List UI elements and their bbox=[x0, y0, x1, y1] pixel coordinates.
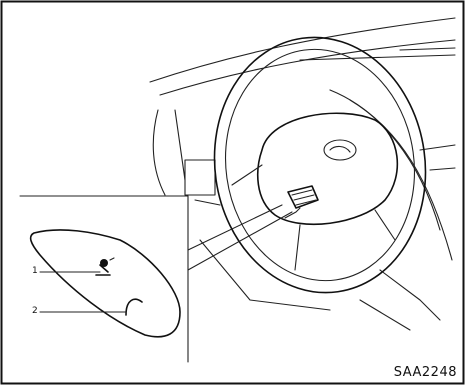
logo-emblem bbox=[324, 140, 356, 160]
phone-call-icon bbox=[126, 299, 142, 315]
steering-wheel-rim bbox=[198, 24, 442, 307]
callout-label-1: 1 bbox=[32, 267, 38, 276]
dashboard-outline bbox=[150, 18, 455, 330]
callout-label-2: 2 bbox=[32, 307, 38, 316]
figure-code: SAA2248 bbox=[394, 365, 457, 380]
switch-closeup bbox=[31, 230, 180, 337]
